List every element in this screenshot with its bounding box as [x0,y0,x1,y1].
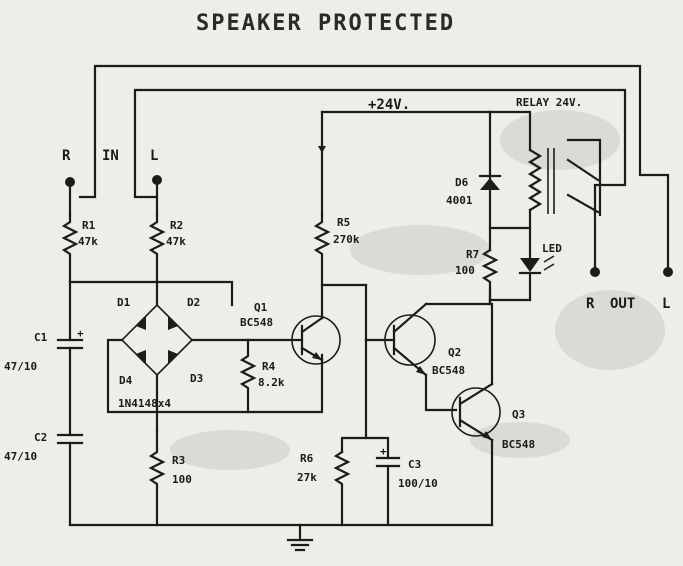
svg-text:100: 100 [172,473,192,486]
svg-text:47/10: 47/10 [4,450,37,463]
svg-text:D2: D2 [187,296,200,309]
svg-text:Q2: Q2 [448,346,461,359]
svg-text:C1: C1 [34,331,48,344]
svg-text:+: + [380,445,387,458]
transistor-q2: Q2 BC548 [320,283,492,377]
output-r-label: R [586,296,595,312]
svg-text:Q1: Q1 [254,301,268,314]
resistor-r7: R7 100 [455,248,499,306]
resistor-r4: R4 8.2k [239,338,285,414]
svg-text:R2: R2 [170,219,183,232]
svg-text:27k: 27k [297,471,317,484]
resistor-r5: R5 270k [313,213,360,320]
svg-text:4001: 4001 [446,194,473,207]
relay-label: RELAY 24V. [516,96,582,109]
input-r-label: R [62,148,71,164]
output-l-label: L [662,296,670,312]
svg-text:47k: 47k [78,235,98,248]
resistor-r2: R2 47k [148,213,186,284]
title: SPEAKER PROTECTED [196,11,455,36]
svg-text:100/10: 100/10 [398,477,438,490]
svg-text:R3: R3 [172,454,185,467]
ground [68,523,494,552]
svg-text:BC548: BC548 [240,316,273,329]
resistor-r1: R1 47k [61,213,98,284]
capacitor-c1: + C1 47/10 [4,280,84,437]
svg-text:47/10: 47/10 [4,360,37,373]
transistor-q3: Q3 BC548 [424,302,535,527]
svg-text:C2: C2 [34,431,47,444]
svg-text:D1: D1 [117,296,131,309]
svg-text:Q3: Q3 [512,408,525,421]
svg-text:+: + [77,327,84,340]
svg-text:47k: 47k [166,235,186,248]
supply-label: +24V. [368,97,410,113]
resistor-r3: R3 100 [148,428,192,527]
signal-loop-wires [78,64,670,270]
svg-text:BC548: BC548 [502,438,535,451]
svg-text:100: 100 [455,264,475,277]
svg-text:D3: D3 [190,372,203,385]
svg-text:R4: R4 [262,360,276,373]
svg-text:LED: LED [542,242,562,255]
summing-wires [68,280,234,307]
svg-text:R6: R6 [300,452,314,465]
output-out-label: OUT [610,296,635,312]
paper-smudges [170,110,665,470]
capacitor-c2: C2 47/10 [4,431,84,527]
input-in-label: IN [102,148,119,164]
resistor-r6: R6 27k [297,338,368,527]
diode-bridge: D1 D2 D4 D3 1N4148x4 [106,296,324,432]
transistor-q1: Q1 BC548 [240,301,341,365]
svg-text:D6: D6 [455,176,469,189]
svg-text:R7: R7 [466,248,479,261]
input-l-label: L [150,148,158,164]
diode-d6: D6 4001 [446,174,502,207]
svg-text:270k: 270k [333,233,360,246]
supply-rail: +24V. [318,97,492,217]
svg-text:BC548: BC548 [432,364,465,377]
svg-text:R5: R5 [337,216,350,229]
output-terminals: R OUT L [586,267,673,312]
svg-text:R1: R1 [82,219,96,232]
svg-text:C3: C3 [408,458,421,471]
svg-text:8.2k: 8.2k [258,376,285,389]
capacitor-c3: + C3 100/10 [364,436,438,527]
svg-text:1N4148x4: 1N4148x4 [118,397,171,410]
input-terminals: R IN L [62,148,162,217]
svg-text:D4: D4 [119,374,133,387]
led: LED [488,226,562,302]
